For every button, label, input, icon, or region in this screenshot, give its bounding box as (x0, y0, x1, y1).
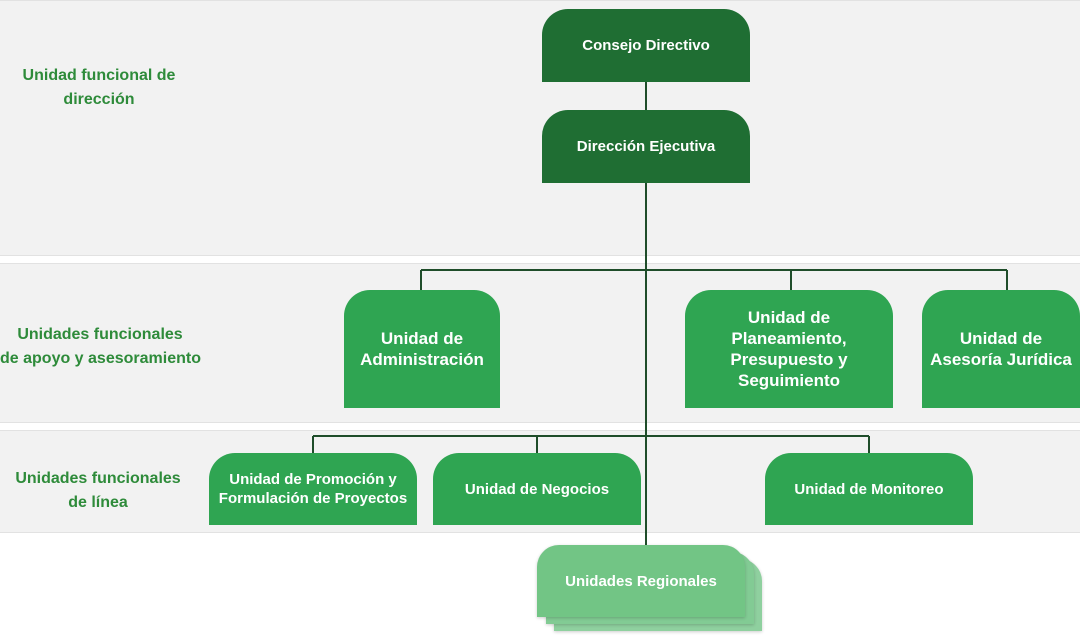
band-label-support-line1: Unidades funcionales (17, 326, 183, 343)
node-planeamiento-line4: Seguimiento (737, 371, 840, 390)
node-planeamiento-line2: Planeamiento, (731, 329, 847, 348)
band-label-line-line2: de línea (68, 494, 128, 511)
node-direccion-ejecutiva-label: Dirección Ejecutiva (576, 138, 716, 155)
node-unidad-asesoria-juridica: Unidad de Asesoría Jurídica (922, 290, 1080, 408)
band-label-support-line2: de apoyo y asesoramiento (0, 350, 201, 367)
node-unidad-negocios: Unidad de Negocios (433, 453, 641, 525)
node-unidad-monitoreo: Unidad de Monitoreo (765, 453, 973, 525)
node-unidad-promocion: Unidad de Promoción y Formulación de Pro… (209, 453, 417, 525)
band-label-direction: Unidad funcional de dirección (18, 64, 180, 112)
band-label-line-line1: Unidades funcionales (15, 470, 181, 487)
node-consejo-directivo-label: Consejo Directivo (582, 37, 710, 54)
node-unidad-planeamiento: Unidad de Planeamiento, Presupuesto y Se… (685, 290, 893, 408)
node-monitoreo-label: Unidad de Monitoreo (794, 480, 944, 498)
band-label-support: Unidades funcionales de apoyo y asesoram… (0, 323, 201, 371)
node-planeamiento-line1: Unidad de (747, 308, 831, 327)
node-unidad-administracion: Unidad de Administración (344, 290, 500, 408)
node-administracion-line2: Administración (360, 350, 484, 369)
band-label-line: Unidades funcionales de línea (12, 467, 184, 515)
node-unidades-regionales: Unidades Regionales (537, 545, 745, 617)
node-consejo-directivo: Consejo Directivo (542, 9, 750, 82)
node-regionales-label: Unidades Regionales (565, 572, 717, 590)
node-direccion-ejecutiva: Dirección Ejecutiva (542, 110, 750, 183)
node-promocion-line2: Formulación de Proyectos (218, 490, 408, 507)
node-planeamiento-line3: Presupuesto y (730, 350, 848, 369)
band-support (0, 263, 1080, 423)
node-juridica-line1: Unidad de (959, 329, 1043, 348)
band-direction (0, 0, 1080, 256)
node-negocios-label: Unidad de Negocios (464, 480, 610, 498)
band-label-direction-line1: Unidad funcional de (22, 67, 176, 84)
node-promocion-line1: Unidad de Promoción y (229, 471, 397, 488)
node-administracion-line1: Unidad de (380, 329, 464, 348)
band-label-direction-line2: dirección (63, 91, 135, 108)
node-juridica-line2: Asesoría Jurídica (930, 350, 1072, 369)
